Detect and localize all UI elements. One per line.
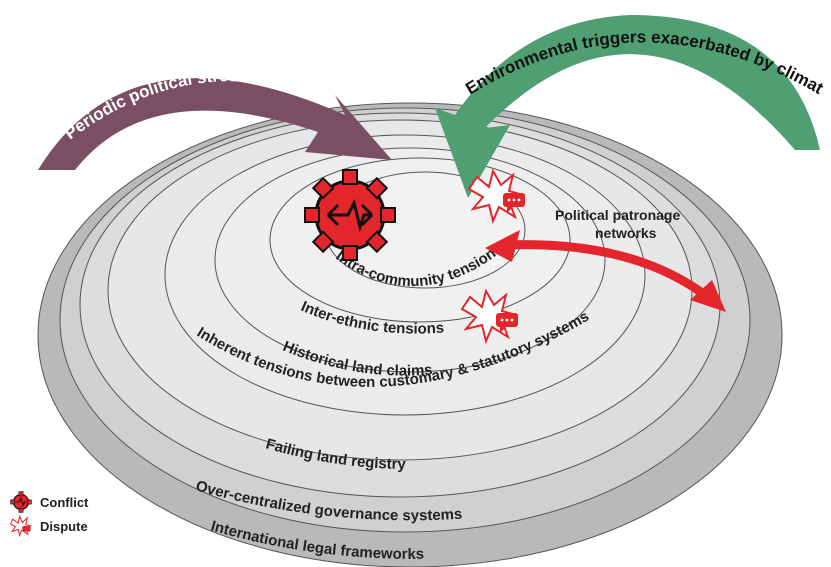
legend-conflict: Conflict bbox=[8, 490, 88, 514]
patronage-label: Political patronage networks bbox=[555, 207, 684, 241]
legend-dispute: Dispute bbox=[8, 514, 88, 538]
dispute-icon bbox=[460, 288, 519, 345]
dispute-legend-icon bbox=[10, 515, 33, 537]
environmental-trigger-label: Environmental triggers exacerbated by cl… bbox=[0, 0, 827, 98]
conflict-gear-icon bbox=[304, 169, 396, 261]
legend-dispute-label: Dispute bbox=[40, 518, 88, 534]
concentric-rings bbox=[37, 102, 783, 567]
legend: Conflict Dispute bbox=[8, 490, 88, 538]
patronage-label-line1: Political patronage bbox=[555, 207, 680, 223]
conflict-legend-icon bbox=[10, 491, 32, 513]
legend-conflict-label: Conflict bbox=[40, 494, 89, 510]
dispute-icon bbox=[467, 168, 526, 225]
patronage-network-arrow: Political patronage networks bbox=[485, 207, 726, 312]
patronage-label-line2: networks bbox=[595, 225, 657, 241]
